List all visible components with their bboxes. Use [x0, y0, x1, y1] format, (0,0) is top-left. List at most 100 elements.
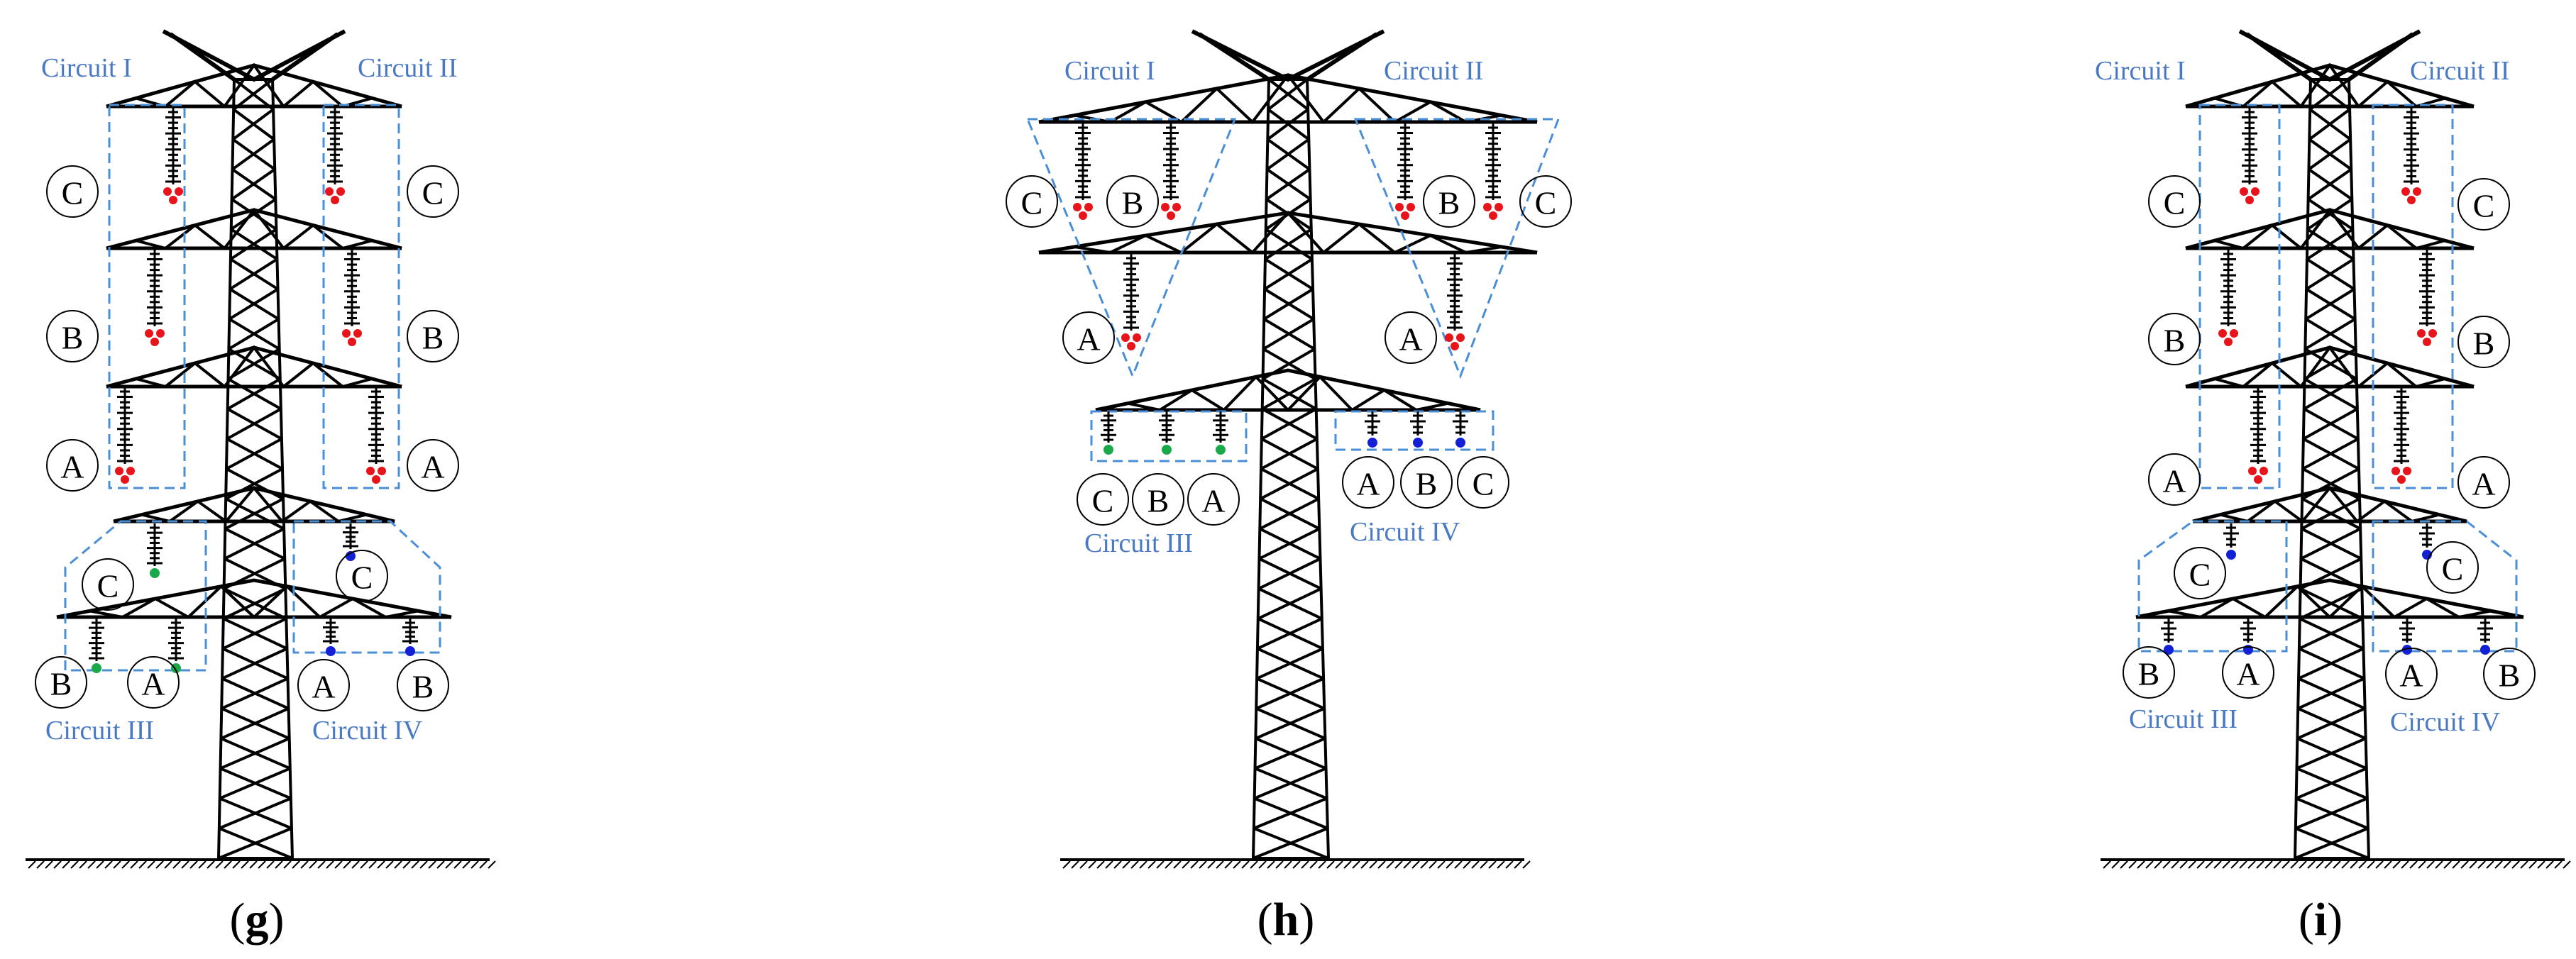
insulator-i-10 [2240, 619, 2256, 655]
phase-marker-h-5: A [1062, 311, 1115, 364]
svg-text:C: C [2473, 188, 2495, 224]
svg-text:B: B [2473, 326, 2495, 362]
caption-i-close: ) [2327, 894, 2343, 946]
svg-text:C: C [2442, 551, 2464, 587]
phase-marker-i-4: B [2457, 316, 2510, 368]
circuit-label-h-3: Circuit III [1084, 528, 1193, 558]
svg-text:B: B [1438, 185, 1460, 221]
insulator-i-12 [2477, 619, 2493, 655]
insulator-g-3 [145, 250, 165, 346]
phase-marker-i-5: A [2148, 453, 2201, 506]
phase-marker-g-2: C [407, 165, 459, 218]
phase-marker-h-3: B [1423, 175, 1475, 228]
circuit-box-h-1 [1025, 118, 1237, 379]
circuit-box-g-3 [64, 520, 207, 672]
circuit-box-i-1 [2198, 104, 2281, 489]
insulator-g-2 [325, 108, 345, 204]
caption-h-open: ( [1257, 894, 1273, 946]
circuit-label-i-2: Circuit II [2410, 56, 2509, 86]
insulator-h-9 [1213, 411, 1228, 455]
insulator-h-11 [1410, 411, 1426, 448]
phase-marker-g-11: A [297, 659, 350, 711]
phase-marker-g-1: C [46, 165, 99, 218]
svg-text:A: A [421, 449, 444, 485]
svg-text:A: A [1201, 483, 1225, 519]
insulator-g-7 [147, 523, 163, 578]
insulator-h-4 [1483, 123, 1503, 220]
insulator-i-6 [2391, 387, 2411, 484]
insulator-g-12 [402, 619, 418, 656]
circuit-box-i-3 [2137, 520, 2288, 653]
circuit-label-i-4: Circuit IV [2390, 707, 2501, 737]
svg-text:C: C [1535, 185, 1557, 221]
svg-text:A: A [312, 669, 335, 705]
phase-marker-i-8: C [2426, 541, 2479, 594]
ground-i [2101, 858, 2571, 869]
circuit-label-i-3: Circuit III [2129, 704, 2238, 734]
svg-text:C: C [62, 175, 84, 211]
insulator-h-12 [1453, 411, 1468, 448]
svg-text:A: A [2236, 656, 2259, 692]
svg-text:B: B [1416, 466, 1438, 502]
phase-marker-i-2: C [2457, 178, 2510, 231]
phase-marker-i-9: B [2123, 646, 2175, 699]
phase-marker-g-7: C [82, 558, 134, 611]
crossarm-i-4 [2192, 486, 2467, 523]
svg-text:C: C [2189, 557, 2211, 593]
insulator-h-2 [1161, 123, 1181, 220]
insulator-h-8 [1159, 411, 1174, 455]
circuit-box-h-4 [1334, 410, 1495, 451]
caption-i: (i) [2299, 894, 2343, 946]
svg-text:C: C [422, 175, 444, 211]
peak-h [1191, 29, 1385, 82]
svg-text:B: B [2499, 658, 2521, 694]
svg-text:B: B [412, 669, 434, 705]
insulator-i-1 [2240, 108, 2259, 204]
caption-g-close: ) [269, 894, 285, 946]
crossarm-i-3 [2185, 345, 2475, 389]
circuit-label-g-2: Circuit II [358, 53, 457, 83]
phase-marker-h-7: C [1077, 473, 1129, 526]
circuit-box-h-2 [1353, 118, 1561, 379]
svg-text:A: A [60, 449, 84, 485]
phase-marker-i-10: A [2222, 646, 2274, 699]
insulator-h-5 [1121, 254, 1141, 350]
caption-g: (g) [230, 894, 285, 946]
svg-text:C: C [1021, 185, 1043, 221]
panel-h: Circuit I Circuit II Circuit III Circuit… [1006, 29, 1572, 946]
svg-text:A: A [2472, 466, 2495, 502]
ground-h [1060, 858, 1531, 869]
circuit-label-g-4: Circuit IV [312, 716, 423, 745]
crossarm-g-3 [106, 345, 402, 389]
insulator-g-5 [115, 387, 135, 484]
caption-h-letter: h [1273, 894, 1299, 946]
crossarm-h-3 [1095, 368, 1481, 412]
circuit-label-h-4: Circuit IV [1350, 517, 1460, 547]
phase-marker-i-12: B [2483, 648, 2536, 700]
svg-text:C: C [1473, 466, 1495, 502]
circuit-label-i-1: Circuit I [2095, 56, 2186, 86]
svg-text:A: A [1399, 321, 1422, 357]
insulator-g-1 [163, 108, 183, 204]
insulator-g-11 [323, 619, 338, 656]
insulator-i-8 [2419, 523, 2435, 560]
phase-marker-i-7: C [2174, 547, 2226, 599]
svg-text:C: C [97, 568, 119, 604]
circuit-label-g-1: Circuit I [41, 53, 132, 83]
phase-marker-h-12: C [1457, 456, 1509, 509]
svg-text:A: A [2399, 658, 2423, 694]
panel-i: Circuit I Circuit II Circuit III Circuit… [2095, 29, 2571, 946]
svg-text:B: B [1122, 185, 1144, 221]
peak-i [2238, 29, 2421, 82]
phase-marker-g-6: A [407, 439, 459, 492]
insulator-h-7 [1101, 411, 1116, 455]
phase-marker-g-9: B [35, 656, 87, 709]
phase-marker-h-2: B [1106, 175, 1159, 228]
circuit-box-g-4 [292, 520, 441, 654]
phase-marker-i-1: C [2148, 175, 2201, 228]
phase-marker-h-10: A [1342, 456, 1394, 509]
insulator-i-2 [2401, 108, 2421, 204]
circuit-box-g-1 [108, 104, 186, 489]
insulator-i-4 [2417, 250, 2437, 346]
